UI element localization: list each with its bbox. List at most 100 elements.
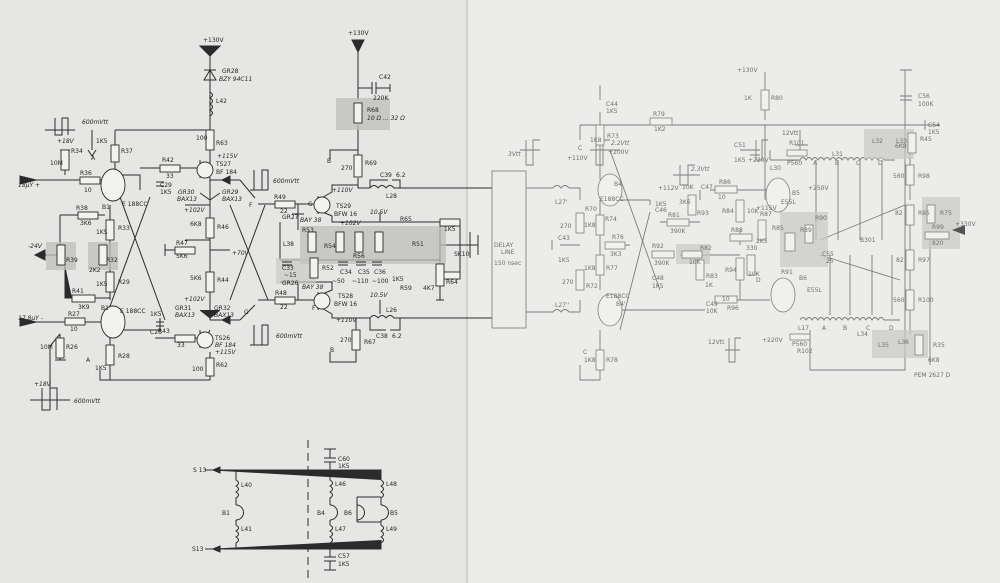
component-label: 3K6 — [679, 199, 691, 206]
component-label: 600mVtt — [82, 119, 109, 126]
component-label: R68 — [367, 107, 379, 114]
component-label: 10K — [748, 271, 761, 278]
component-label: 1K5 — [338, 463, 350, 470]
component-label: C29 — [160, 182, 172, 189]
component-label: 270 — [560, 223, 572, 230]
component-label: C — [578, 145, 582, 152]
component-label: R97 — [918, 257, 930, 264]
component-label: R93 — [697, 210, 709, 217]
component-label: 1K5 — [928, 129, 940, 136]
component-label: B6 — [344, 510, 352, 517]
component-label: R86 — [719, 179, 731, 186]
component-label: R48 — [275, 290, 287, 297]
component-label: C44 — [606, 101, 618, 108]
component-label: 330 — [746, 245, 758, 252]
component-label: E 188CC — [122, 201, 148, 208]
component-label: 22 — [280, 304, 288, 311]
component-label: R52 — [322, 265, 334, 272]
component-label: L32 — [872, 138, 883, 145]
component-label: C49 — [706, 301, 718, 308]
component-label: B5 — [390, 510, 398, 517]
component-label: B4 — [614, 181, 622, 188]
amplifier-wiring — [520, 69, 965, 381]
component-label: SK10 — [454, 251, 470, 258]
component-label: L41 — [241, 526, 252, 533]
component-label: +115V — [756, 205, 777, 212]
component-label: D — [878, 160, 883, 167]
component-label: L42 — [216, 98, 227, 105]
component-label: B6 — [799, 275, 807, 282]
component-label: D — [889, 325, 894, 332]
component-label: C38 — [376, 333, 388, 340]
component-label: C — [866, 325, 870, 332]
component-label: 820 — [932, 240, 944, 247]
component-label: 390K — [670, 228, 686, 235]
heater-circuit — [205, 440, 389, 580]
component-label: 2.3Vtt — [691, 166, 710, 173]
component-label: R92 — [652, 243, 664, 250]
component-label: L36 — [898, 339, 909, 346]
component-label: R77 — [606, 265, 618, 272]
component-label: TS27 — [215, 161, 231, 168]
component-label: +102V — [340, 220, 361, 227]
component-label: 10K — [689, 259, 702, 266]
component-label: 1K5 — [96, 281, 108, 288]
component-label: C56 — [918, 93, 930, 100]
component-label: R101 — [789, 140, 805, 147]
component-label: B1' — [101, 305, 111, 312]
delay-line-box — [491, 170, 527, 329]
component-label: C46 — [655, 207, 667, 214]
component-label: 17.8μY - — [18, 315, 43, 322]
component-label: +115V — [217, 153, 238, 160]
component-label: L31 — [832, 151, 843, 158]
component-label: R36 — [80, 170, 92, 177]
component-label: 1K5 — [160, 189, 172, 196]
component-label: BZY 94C11 — [219, 76, 252, 83]
component-label: 100 — [192, 366, 204, 373]
component-label: B — [835, 160, 839, 167]
component-label: 600mVtt — [273, 178, 300, 185]
component-label: +130V — [737, 67, 758, 74]
component-label: 1K5 — [655, 201, 667, 208]
component-label: +130V — [203, 37, 224, 44]
component-label: +220V — [748, 157, 769, 164]
component-label: 4K7 — [423, 285, 435, 292]
component-label: +220V — [762, 337, 783, 344]
component-label: R51 — [412, 241, 424, 248]
component-label: C54 — [928, 122, 940, 129]
component-label: R33 — [118, 225, 130, 232]
component-label: 18μY + — [18, 182, 40, 189]
component-label: L35 — [878, 342, 889, 349]
component-label: ~100 — [372, 278, 389, 285]
component-label: 1K5 — [606, 108, 618, 115]
component-label: R28 — [118, 353, 130, 360]
component-label: R38 — [76, 205, 88, 212]
component-label: 10 — [722, 296, 730, 303]
component-label: 10.5V — [370, 292, 388, 299]
component-label: +110V — [336, 317, 357, 324]
component-label: +250V — [808, 185, 829, 192]
component-label: R59 — [400, 285, 412, 292]
component-label: B — [843, 325, 847, 332]
component-label: C42 — [379, 74, 391, 81]
component-label: 560 — [893, 173, 905, 180]
component-label: 1K — [705, 282, 714, 289]
component-label: GR26 — [282, 280, 299, 287]
component-label: R37 — [121, 148, 133, 155]
component-label: R42 — [162, 157, 174, 164]
component-label: L40 — [241, 482, 252, 489]
component-label: +102V — [184, 296, 205, 303]
component-label: 2K2 — [89, 267, 101, 274]
component-label: +200V — [608, 149, 629, 156]
component-label: +110V — [332, 187, 353, 194]
component-label: A — [813, 160, 818, 167]
component-label: BF 184 — [215, 342, 236, 349]
component-label: GR31 — [175, 305, 192, 312]
component-label: R90 — [815, 215, 827, 222]
component-label: 1K5 — [95, 365, 107, 372]
component-label: 1K5 — [392, 276, 404, 283]
delay-line-label: 150 nsec — [494, 260, 521, 267]
component-label: 3Vtt — [508, 151, 521, 158]
component-label: TS29 — [335, 203, 351, 210]
